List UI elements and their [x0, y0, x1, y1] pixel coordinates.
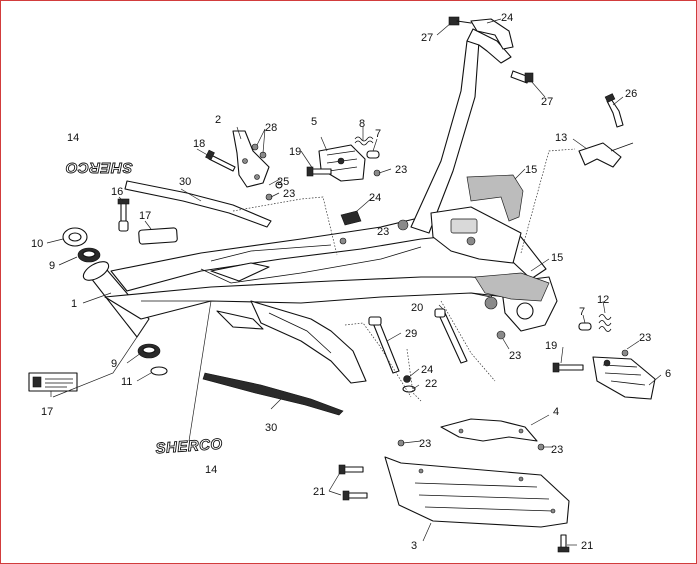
- main-frame: [82, 28, 558, 384]
- bolt-21-middle: [342, 490, 368, 501]
- callout-27-lower: 27: [541, 96, 553, 108]
- callout-23-skid-right: 23: [551, 444, 563, 456]
- callout-12: 12: [597, 294, 609, 306]
- frame-protector-30-lower: [202, 372, 344, 416]
- spring-12: [598, 314, 612, 332]
- callout-16: 16: [111, 186, 123, 198]
- callout-23-frame: 23: [377, 226, 389, 238]
- footpeg-5: [318, 144, 366, 182]
- callout-17-lower: 17: [41, 406, 53, 418]
- callout-4: 4: [553, 406, 559, 418]
- decal-14-upper: SHERCO: [65, 159, 133, 177]
- pin-29: [368, 316, 400, 374]
- callout-3: 3: [411, 540, 417, 552]
- callout-29: 29: [405, 328, 417, 340]
- stud-16: [117, 198, 130, 232]
- pin-7-right: [578, 322, 592, 331]
- spring-8: [354, 136, 374, 146]
- callout-9-upper: 9: [49, 260, 55, 272]
- bolt-18: [205, 149, 236, 172]
- callout-24-mid: 24: [369, 192, 381, 204]
- bolt-26: [604, 93, 624, 128]
- callout-23-rear: 23: [509, 350, 521, 362]
- pin-20: [434, 308, 468, 364]
- callout-23-right: 23: [639, 332, 651, 344]
- leader-lines: [46, 18, 662, 546]
- callout-5: 5: [311, 116, 317, 128]
- callout-26: 26: [625, 88, 637, 100]
- callout-1: 1: [71, 298, 77, 310]
- callout-21-left: 21: [313, 486, 325, 498]
- bolt-21-upper: [338, 464, 364, 475]
- callout-17-upper: 17: [139, 210, 151, 222]
- callout-24-low: 24: [421, 364, 433, 376]
- callout-11: 11: [121, 376, 132, 388]
- callout-23-skid-left: 23: [419, 438, 431, 450]
- bracket-13: [578, 142, 634, 168]
- nut-23-rear: [496, 330, 506, 340]
- callout-18: 18: [193, 138, 205, 150]
- callout-30-upper: 30: [179, 176, 191, 188]
- callouts: 1 2 3 4 5 6 7 7 8 9 9 10 11 12 13 14 14 …: [31, 12, 671, 552]
- mesh-guard-upper: [466, 174, 524, 222]
- nut-24-mid: [340, 210, 362, 226]
- callout-15-upper: 15: [525, 164, 537, 176]
- skid-plate-3: [384, 456, 570, 528]
- callout-6: 6: [665, 368, 671, 380]
- callout-22: 22: [425, 378, 437, 390]
- mesh-guard-lower: [474, 272, 550, 302]
- bolt-19-right: [552, 362, 584, 373]
- seal-11: [150, 366, 168, 376]
- callout-23-bracket: 23: [283, 188, 295, 200]
- callout-30-lower: 30: [265, 422, 277, 434]
- nut-24-low: [403, 375, 411, 383]
- bearing-10: [62, 227, 88, 247]
- decal-14-upper-text: SHERCO: [65, 159, 132, 176]
- frame-protector-30-upper: [124, 180, 272, 228]
- callout-21-right: 21: [581, 540, 593, 552]
- callout-28: 28: [265, 122, 277, 134]
- callout-27-upper: 27: [421, 32, 433, 44]
- callout-9-lower: 9: [111, 358, 117, 370]
- callout-7-upper: 7: [375, 128, 381, 140]
- callout-14-lower: 14: [205, 464, 217, 476]
- id-plate-17: [28, 372, 78, 392]
- callout-25: 25: [277, 176, 289, 188]
- callout-2: 2: [215, 114, 221, 126]
- callout-23-peg: 23: [395, 164, 407, 176]
- callout-15-lower: 15: [551, 252, 563, 264]
- washer-25: [275, 181, 283, 189]
- guard-4: [440, 418, 538, 442]
- bolt-27-lower: [510, 70, 534, 84]
- pin-7-upper: [366, 150, 380, 159]
- bolt-19-upper: [306, 166, 332, 177]
- footpeg-bracket-2: [232, 130, 270, 188]
- nut-23-right: [621, 349, 629, 357]
- bearing-9-lower: [137, 343, 161, 359]
- callout-10: 10: [31, 238, 43, 250]
- callout-13: 13: [555, 132, 567, 144]
- plate-17-upper: [138, 227, 178, 245]
- callout-8: 8: [359, 118, 365, 130]
- callout-20: 20: [411, 302, 423, 314]
- bolt-21-lower: [557, 534, 570, 553]
- decal-14-lower-text: SHERCO: [155, 436, 223, 458]
- callout-14-upper: 14: [67, 132, 79, 144]
- bearing-9-upper: [77, 247, 101, 263]
- callout-19-upper: 19: [289, 146, 301, 158]
- callout-19-right: 19: [545, 340, 557, 352]
- callout-24-top: 24: [501, 12, 513, 24]
- footpeg-6: [592, 356, 656, 400]
- nut-23-left: [265, 193, 273, 201]
- decal-14-lower: SHERCO: [155, 435, 224, 458]
- callout-7-right: 7: [579, 306, 585, 318]
